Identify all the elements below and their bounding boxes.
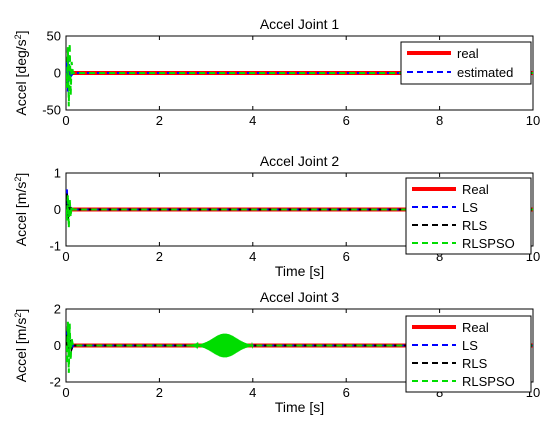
- x-tick-label: 2: [156, 113, 163, 128]
- x-tick-label: 0: [62, 385, 69, 400]
- y-axis-label: Accel [deg/s2]: [13, 30, 29, 115]
- y-tick-label: 0: [54, 66, 61, 81]
- legend-label-rlspso: RLSPSO: [462, 374, 515, 389]
- chart-title: Accel Joint 1: [260, 16, 340, 32]
- series-line-green: [66, 43, 533, 107]
- x-tick-label: 0: [62, 249, 69, 264]
- x-axis-label: Time [s]: [275, 263, 324, 279]
- series-line-rlspso: [66, 194, 533, 228]
- x-tick-label: 2: [156, 385, 163, 400]
- y-axis-label: Accel [m/s2]: [13, 173, 29, 246]
- series-line-rlspso: [66, 321, 533, 373]
- legend-label-ls: LS: [462, 338, 478, 353]
- chart-title: Accel Joint 2: [260, 153, 340, 169]
- x-tick-label: 2: [156, 249, 163, 264]
- y-tick-label: 1: [54, 166, 61, 181]
- x-axis-label: Time [s]: [275, 399, 324, 415]
- x-tick-label: 6: [343, 385, 350, 400]
- y-tick-label: 0: [54, 338, 61, 353]
- x-tick-label: 8: [436, 249, 443, 264]
- x-tick-label: 6: [343, 249, 350, 264]
- legend-label-rls: RLS: [462, 218, 488, 233]
- x-tick-label: 6: [343, 113, 350, 128]
- legend-label-real: Real: [462, 320, 489, 335]
- chart-title: Accel Joint 3: [260, 289, 340, 305]
- legend-label-rls: RLS: [462, 356, 488, 371]
- y-tick-label: -50: [42, 103, 61, 118]
- legend-label-ls: LS: [462, 200, 478, 215]
- x-tick-label: 4: [249, 113, 256, 128]
- legend-label-rlspso: RLSPSO: [462, 236, 515, 251]
- y-axis-label: Accel [m/s2]: [13, 309, 29, 382]
- y-tick-label: 50: [47, 29, 61, 44]
- legend-label-real: real: [457, 46, 479, 61]
- x-tick-label: 4: [249, 385, 256, 400]
- legend-label-real: Real: [462, 182, 489, 197]
- y-tick-label: 0: [54, 202, 61, 217]
- y-tick-label: -1: [49, 239, 61, 254]
- x-tick-label: 10: [526, 113, 540, 128]
- x-tick-label: 8: [436, 113, 443, 128]
- y-tick-label: -2: [49, 375, 61, 390]
- y-tick-label: 2: [54, 302, 61, 317]
- legend: real estimated: [400, 41, 532, 85]
- x-tick-label: 4: [249, 249, 256, 264]
- x-tick-label: 0: [62, 113, 69, 128]
- series-burst-rlspso: [187, 333, 254, 358]
- legend-box: [400, 41, 532, 85]
- legend-label-estimated: estimated: [457, 65, 513, 80]
